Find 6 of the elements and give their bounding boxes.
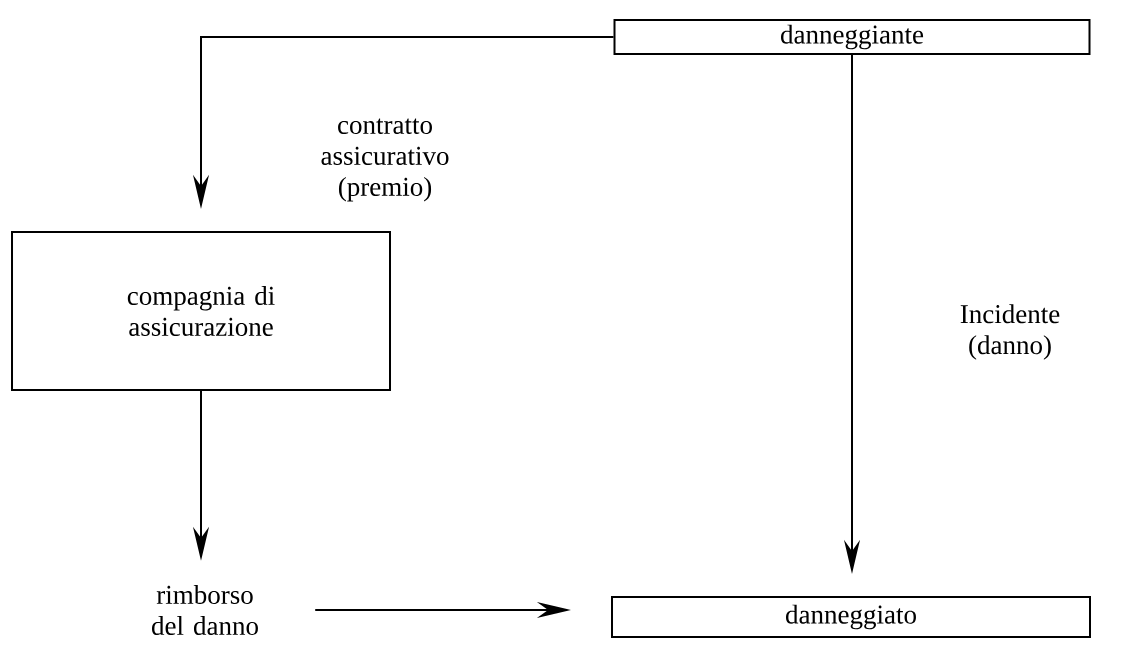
edge-label: Incidente (danno) [960, 304, 1060, 360]
process-box: danneggiante [613, 19, 1091, 55]
node-text: rimborso del danno [152, 585, 258, 635]
process-box: compagnia di assicurazione [11, 231, 391, 391]
edge-label: contratto assicurativo (premio) [321, 118, 449, 202]
process-box: danneggiato [611, 596, 1091, 638]
